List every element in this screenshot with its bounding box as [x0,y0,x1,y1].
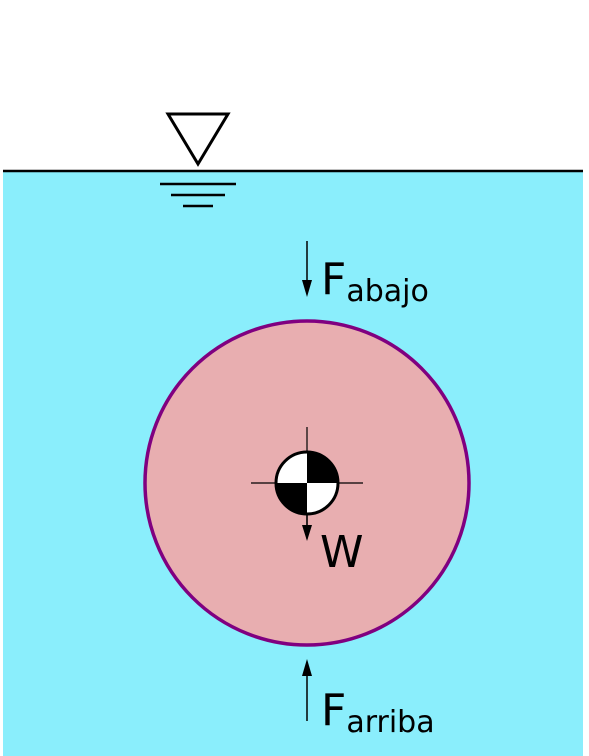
force-up-label: Farriba [321,685,435,740]
force-down-subscript: abajo [346,274,429,309]
water-level-triangle-icon [160,112,236,208]
force-up-main: F [321,685,346,736]
weight-label: W [320,527,364,578]
force-down-label: Fabajo [321,254,429,309]
force-down-arrow [302,241,312,297]
force-up-arrow [302,659,312,721]
weight-arrow [302,514,312,541]
force-up-subscript: arriba [346,705,434,740]
force-down-main: F [321,254,346,305]
